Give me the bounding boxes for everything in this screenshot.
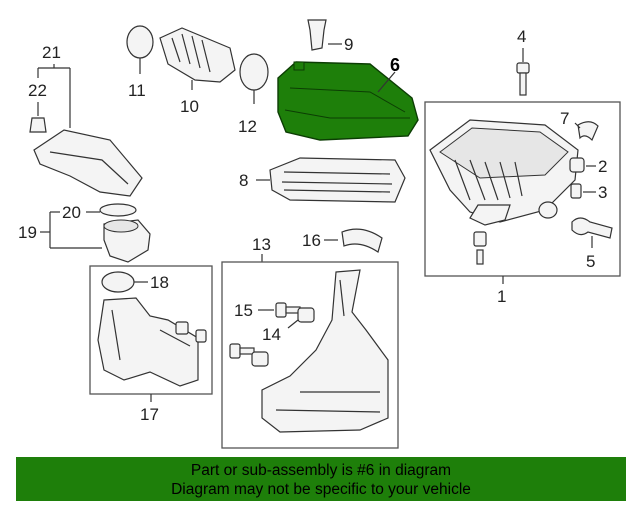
bolt-4[interactable] [516, 62, 530, 96]
bolt-17[interactable] [175, 321, 207, 343]
bracket-5[interactable] [571, 217, 613, 239]
callout-4[interactable]: 4 [517, 27, 526, 46]
collar-14[interactable] [297, 307, 315, 323]
seal-16[interactable] [341, 228, 383, 253]
callout-8[interactable]: 8 [239, 171, 248, 190]
intake-tube-10[interactable] [159, 27, 236, 83]
footer-banner: Part or sub-assembly is #6 in diagram Di… [16, 457, 626, 501]
callout-19[interactable]: 19 [18, 223, 37, 242]
air-filter-8[interactable] [269, 157, 406, 203]
air-cleaner-case[interactable] [429, 119, 579, 226]
duct-19[interactable] [103, 219, 151, 263]
callout-12[interactable]: 12 [238, 117, 257, 136]
clip-part[interactable] [577, 121, 599, 142]
callout-6[interactable]: 6 [390, 55, 400, 75]
bolt-lower[interactable] [229, 343, 269, 367]
sensor-9[interactable] [307, 19, 327, 51]
callout-10[interactable]: 10 [180, 97, 199, 116]
clamp-12[interactable] [239, 53, 269, 91]
callout-21[interactable]: 21 [42, 43, 61, 62]
callout-3[interactable]: 3 [598, 183, 607, 202]
duct-17[interactable] [97, 297, 199, 387]
bolt-15[interactable] [275, 302, 301, 318]
clip-22[interactable] [29, 117, 47, 133]
seal-20[interactable] [99, 203, 137, 217]
bolt-bottom[interactable] [473, 231, 487, 265]
seal-18[interactable] [101, 271, 135, 293]
callout-2[interactable]: 2 [598, 157, 607, 176]
callout-1[interactable]: 1 [497, 287, 506, 306]
callout-14[interactable]: 14 [262, 325, 281, 344]
collar-part[interactable] [570, 183, 582, 199]
air-cleaner-cover-6[interactable] [277, 61, 419, 141]
grommet-part[interactable] [569, 157, 585, 173]
footer-line-1: Part or sub-assembly is #6 in diagram [190, 462, 452, 479]
group-box-1 [424, 101, 621, 277]
callout-20[interactable]: 20 [62, 203, 81, 222]
callout-9[interactable]: 9 [344, 35, 353, 54]
parts-diagram: 1 2 3 7 4 5 [18, 19, 621, 449]
callout-11[interactable]: 11 [128, 81, 146, 100]
callout-17[interactable]: 17 [140, 405, 159, 424]
callout-5[interactable]: 5 [586, 252, 595, 271]
callout-18[interactable]: 18 [150, 273, 169, 292]
callout-7[interactable]: 7 [560, 109, 569, 128]
callout-16[interactable]: 16 [302, 231, 321, 250]
callout-13[interactable]: 13 [252, 235, 271, 254]
footer-line-2: Diagram may not be specific to your vehi… [171, 481, 471, 498]
callout-15[interactable]: 15 [234, 301, 253, 320]
resonator-chamber[interactable] [33, 129, 143, 197]
mount-rubber[interactable] [538, 201, 558, 219]
group-box-13 [221, 261, 399, 449]
resonator-13[interactable] [261, 269, 389, 433]
clamp-11[interactable] [126, 25, 154, 59]
callout-22[interactable]: 22 [28, 81, 47, 100]
